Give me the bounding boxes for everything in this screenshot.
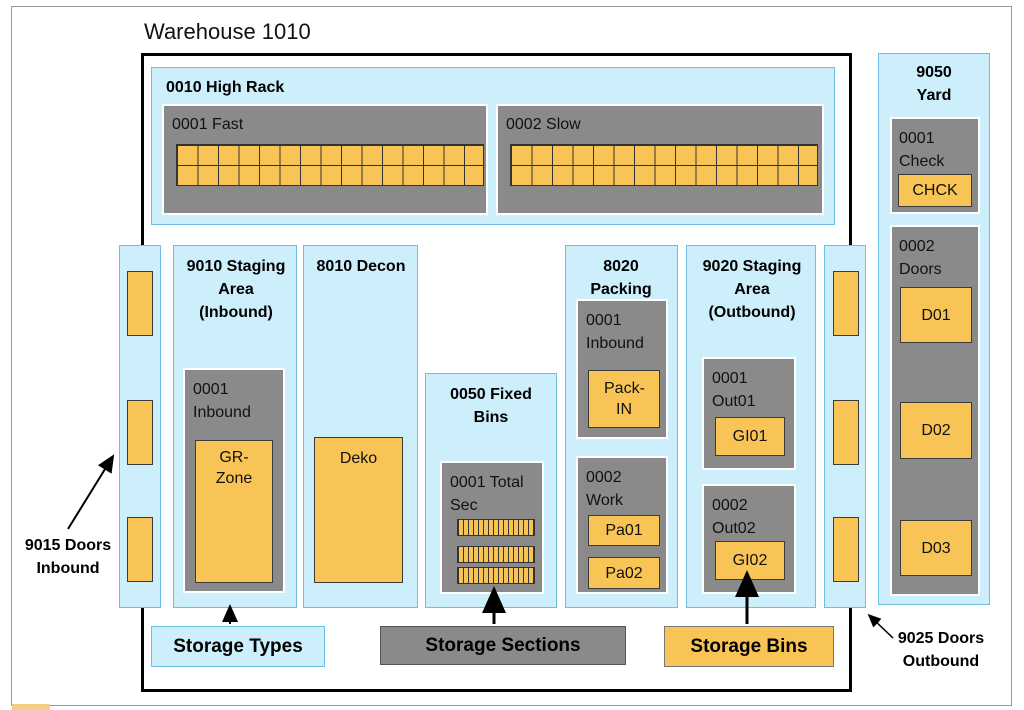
bin-d01: D01 <box>900 287 972 343</box>
doors-inbound-label: 9015 Doors Inbound <box>24 537 112 577</box>
yard-title: 9050 Yard <box>916 64 952 104</box>
section-slow: 0002 Slow <box>496 104 824 215</box>
section-out01: 0001 Out01 GI01 <box>702 357 796 470</box>
legend-storage-types: Storage Types <box>151 626 325 667</box>
section-packing-work-label: 0002 Work <box>586 469 624 509</box>
bin-gr-zone: GR-Zone <box>195 440 273 583</box>
diagram-frame <box>11 6 1012 706</box>
staging-outbound-title: 9020 Staging Area (Outbound) <box>702 258 802 321</box>
section-total-sec-label: 0001 Total Sec <box>450 474 524 514</box>
legend-storage-bins-label: Storage Bins <box>690 635 808 657</box>
legend-storage-sections: Storage Sections <box>380 626 626 665</box>
fixed-bins-title: 0050 Fixed Bins <box>450 386 532 426</box>
warehouse-title: Warehouse 1010 <box>144 19 311 44</box>
door-bin-out-2 <box>833 400 859 465</box>
section-fast-label: 0001 Fast <box>172 116 244 133</box>
door-bin-in-2 <box>127 400 153 465</box>
fixed-bin-row-1 <box>457 519 535 536</box>
arrow-doors-inbound <box>67 454 115 530</box>
fixed-bin-row-2 <box>457 546 535 563</box>
bin-pack-in: Pack-IN <box>588 370 660 428</box>
section-doors: 0002 Doors D01 D02 D03 <box>890 225 980 596</box>
door-bin-out-1 <box>833 271 859 336</box>
section-out02-label: 0002 Out02 <box>712 497 756 537</box>
section-out01-label: 0001 Out01 <box>712 370 756 410</box>
arrow-doors-outbound <box>867 613 894 639</box>
bin-grid-slow <box>510 144 818 186</box>
bin-d03: D03 <box>900 520 972 576</box>
bin-gi01: GI01 <box>715 417 785 456</box>
section-packing-work: 0002 Work Pa01 Pa02 <box>576 456 668 594</box>
fixed-bin-row-3 <box>457 567 535 584</box>
packing-title: 8020 Packing <box>590 258 652 298</box>
decon-title: 8010 Decon <box>316 258 406 275</box>
section-check: 0001 Check CHCK <box>890 117 980 214</box>
legend-storage-types-label: Storage Types <box>173 635 303 657</box>
section-check-label: 0001 Check <box>899 130 945 170</box>
doors-outbound-label: 9025 Doors Outbound <box>897 630 985 670</box>
section-total-sec: 0001 Total Sec <box>440 461 544 594</box>
door-bin-in-1 <box>127 271 153 336</box>
bin-pa02: Pa02 <box>588 557 660 589</box>
bin-gr-zone-label: GR-Zone <box>215 449 253 487</box>
section-doors-label: 0002 Doors <box>899 238 942 278</box>
door-bin-in-3 <box>127 517 153 582</box>
corner-mark <box>12 704 50 710</box>
high-rack-title: 0010 High Rack <box>166 79 285 96</box>
legend-storage-bins: Storage Bins <box>664 626 834 667</box>
bin-pa01: Pa01 <box>588 515 660 546</box>
staging-inbound-title: 9010 Staging Area (Inbound) <box>186 258 286 321</box>
bin-grid-fast <box>176 144 484 186</box>
bin-pack-in-label: Pack-IN <box>604 380 645 418</box>
bin-chck: CHCK <box>898 174 972 207</box>
section-packing-inbound: 0001 Inbound Pack-IN <box>576 299 668 439</box>
door-bin-out-3 <box>833 517 859 582</box>
legend-storage-sections-label: Storage Sections <box>425 634 581 656</box>
section-slow-label: 0002 Slow <box>506 116 581 133</box>
section-fast: 0001 Fast <box>162 104 488 215</box>
bin-deko: Deko <box>314 437 403 583</box>
bin-d02: D02 <box>900 402 972 459</box>
section-staging-inbound: 0001 Inbound GR-Zone <box>183 368 285 593</box>
section-staging-inbound-label: 0001 Inbound <box>193 381 251 421</box>
section-packing-inbound-label: 0001 Inbound <box>586 312 644 352</box>
